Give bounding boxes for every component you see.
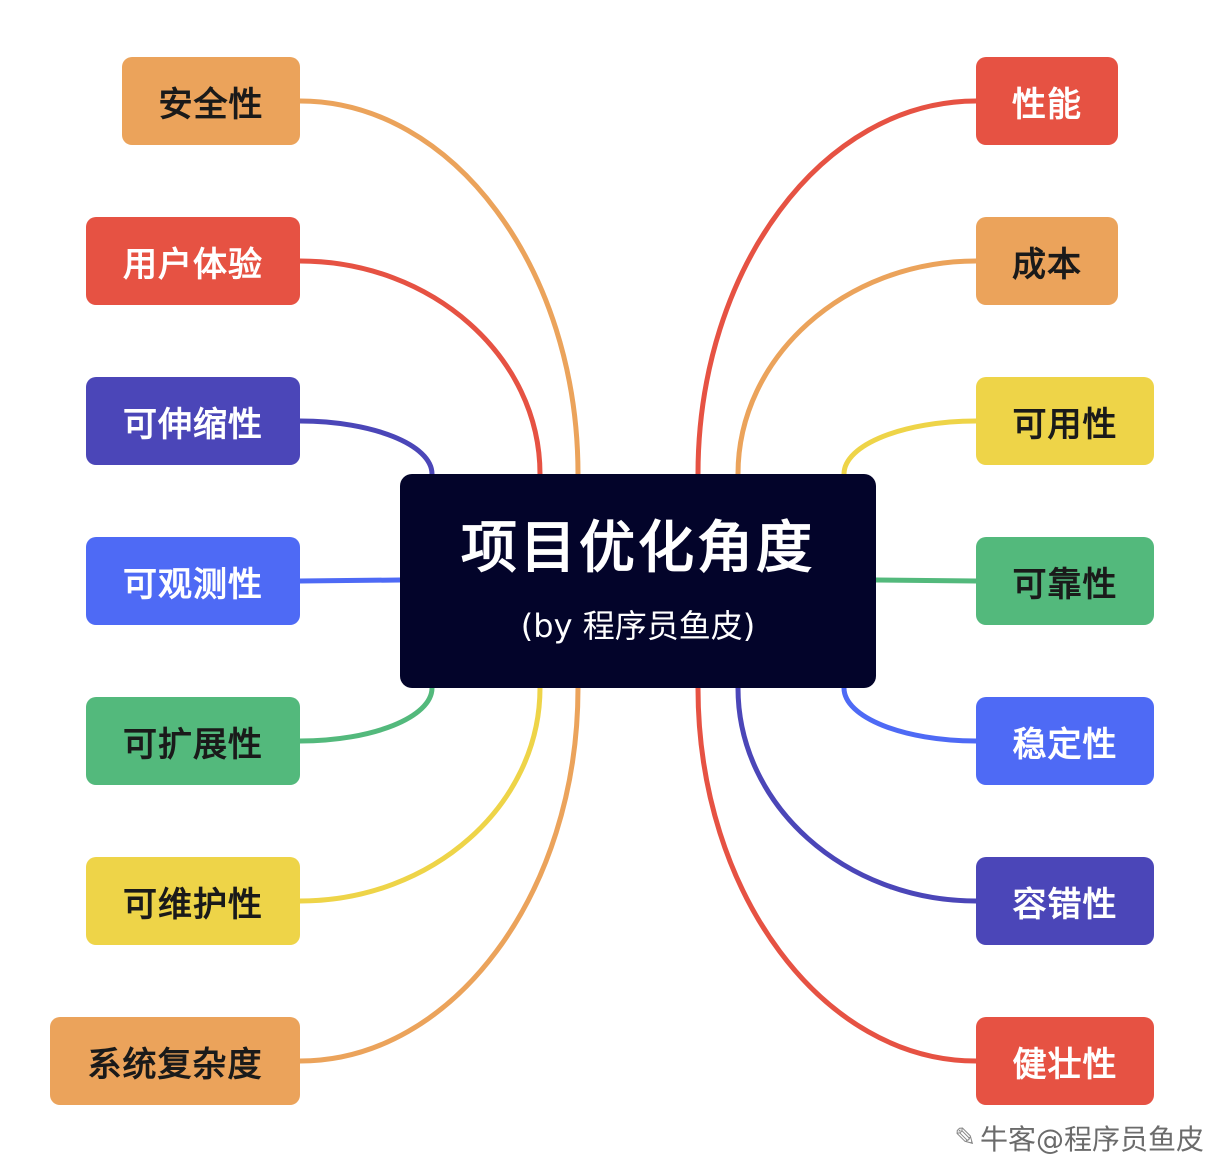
connector-left-3 xyxy=(297,418,435,477)
connector-left-7 xyxy=(297,685,581,1064)
branch-node-left-4: 可观测性 xyxy=(86,537,300,625)
branch-node-right-2: 成本 xyxy=(976,217,1118,305)
connector-right-3 xyxy=(841,418,979,477)
branch-node-left-5: 可扩展性 xyxy=(86,697,300,785)
branch-node-right-3: 可用性 xyxy=(976,377,1154,465)
connector-right-5 xyxy=(841,685,979,744)
branch-node-right-4: 可靠性 xyxy=(976,537,1154,625)
branch-node-right-1: 性能 xyxy=(976,57,1118,145)
branch-node-left-1: 安全性 xyxy=(122,57,300,145)
watermark-text: 牛客@程序员鱼皮 xyxy=(979,1123,1204,1156)
branch-node-right-7: 健壮性 xyxy=(976,1017,1154,1105)
connector-right-2 xyxy=(735,258,979,477)
branch-node-left-3: 可伸缩性 xyxy=(86,377,300,465)
branch-node-left-2: 用户体验 xyxy=(86,217,300,305)
central-topic: 项目优化角度 (by 程序员鱼皮) xyxy=(400,474,876,688)
branch-node-left-7: 系统复杂度 xyxy=(50,1017,300,1105)
branch-node-left-6: 可维护性 xyxy=(86,857,300,945)
branch-node-right-5: 稳定性 xyxy=(976,697,1154,785)
connector-right-4 xyxy=(873,577,979,584)
connector-right-7 xyxy=(695,685,979,1064)
nowcoder-logo-icon: ✎ xyxy=(954,1123,976,1153)
branch-node-right-6: 容错性 xyxy=(976,857,1154,945)
connector-left-6 xyxy=(297,685,543,904)
central-topic-title: 项目优化角度 xyxy=(461,516,815,582)
connector-right-1 xyxy=(695,98,979,477)
connector-left-4 xyxy=(297,577,403,584)
connector-right-6 xyxy=(735,685,979,904)
connector-left-5 xyxy=(297,685,435,744)
central-topic-subtitle: (by 程序员鱼皮) xyxy=(520,606,756,645)
connector-left-1 xyxy=(297,98,581,477)
watermark: ✎ 牛客@程序员鱼皮 xyxy=(954,1118,1204,1158)
connector-left-2 xyxy=(297,258,543,477)
